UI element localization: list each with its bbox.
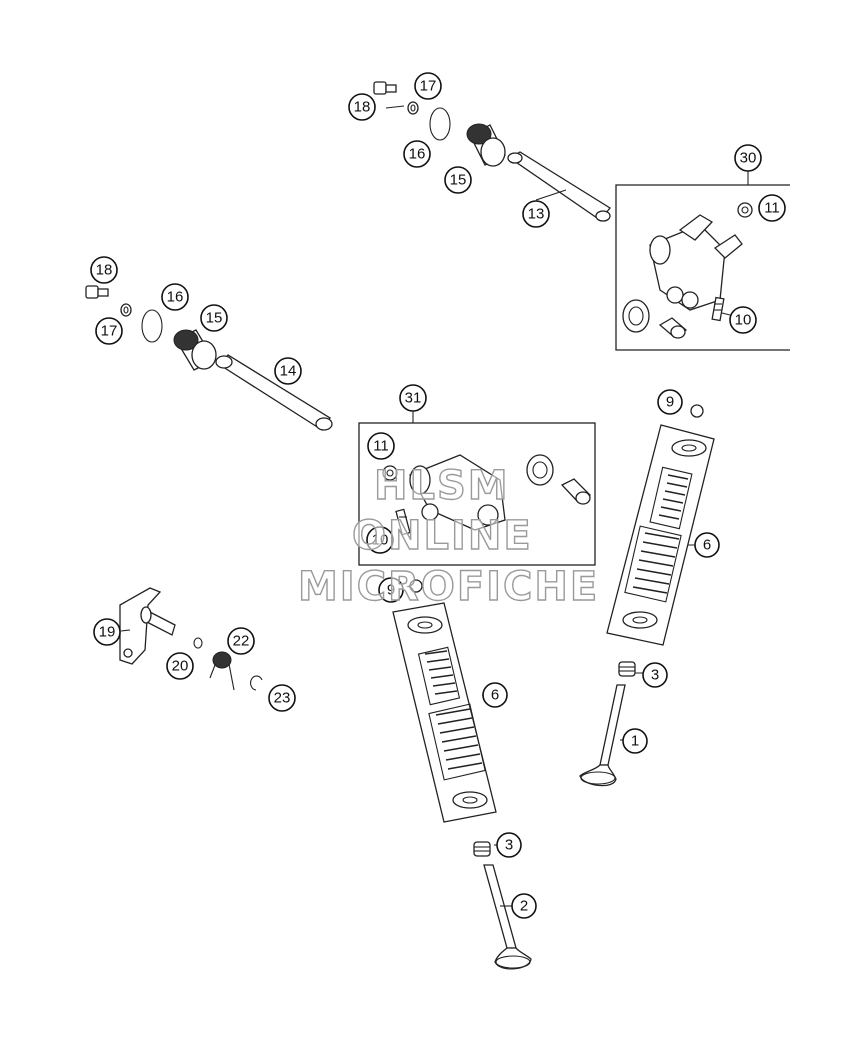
svg-text:11: 11 — [764, 200, 780, 217]
callout-9-right[interactable]: 9 — [657, 389, 683, 415]
callout-2[interactable]: 2 — [511, 893, 537, 919]
callout-20[interactable]: 20 — [166, 652, 194, 680]
callout-22[interactable]: 22 — [227, 627, 255, 655]
callout-19[interactable]: 19 — [93, 618, 121, 646]
shaft-bushing-upper — [466, 123, 506, 167]
pin-30 — [658, 317, 688, 339]
svg-text:17: 17 — [101, 323, 118, 340]
callout-30[interactable]: 30 — [734, 144, 762, 172]
callout-18-lower[interactable]: 18 — [90, 256, 118, 284]
svg-text:13: 13 — [528, 206, 545, 223]
adjust-screw-31 — [395, 508, 411, 536]
svg-text:6: 6 — [703, 537, 711, 554]
svg-text:15: 15 — [206, 310, 223, 327]
svg-text:10: 10 — [372, 532, 389, 549]
svg-text:17: 17 — [420, 78, 437, 95]
rocker-arm-assembly-box-30 — [615, 170, 790, 351]
callout-13[interactable]: 13 — [522, 200, 550, 228]
nut-9-left — [409, 579, 423, 593]
callout-3-left[interactable]: 3 — [496, 832, 522, 858]
ring-20 — [193, 637, 203, 649]
svg-text:20: 20 — [172, 658, 189, 675]
svg-text:23: 23 — [274, 690, 291, 707]
valve-spring-box-right — [606, 424, 715, 646]
svg-text:14: 14 — [280, 363, 297, 380]
svg-text:16: 16 — [409, 146, 426, 163]
rocker-arm-assembly-box-31 — [358, 408, 596, 566]
rocker-shaft-upper — [507, 151, 611, 222]
pin-31 — [560, 478, 592, 505]
callout-10-box31[interactable]: 10 — [366, 526, 394, 554]
watermark-line-3: MICROFICHE — [297, 563, 600, 610]
watermark-line-1: HLSM — [373, 462, 510, 509]
svg-text:16: 16 — [167, 289, 184, 306]
callout-11-box30[interactable]: 11 — [758, 194, 786, 222]
washer-upper — [407, 101, 419, 115]
o-ring-lower — [141, 309, 163, 343]
outer-spring-left — [428, 703, 486, 781]
roller-31 — [526, 454, 554, 486]
callout-1[interactable]: 1 — [622, 728, 648, 754]
svg-text:9: 9 — [666, 394, 674, 411]
callout-6-right[interactable]: 6 — [694, 532, 720, 558]
svg-text:22: 22 — [233, 633, 250, 650]
adjust-screw-30 — [711, 296, 725, 322]
valve-spring-box-left — [392, 602, 497, 823]
svg-text:11: 11 — [373, 438, 389, 455]
spring-22 — [209, 651, 235, 691]
svg-text:2: 2 — [520, 898, 528, 915]
bolt-upper — [373, 81, 397, 95]
roller-30 — [622, 299, 650, 333]
svg-text:18: 18 — [354, 99, 371, 116]
callout-14[interactable]: 14 — [274, 357, 302, 385]
rocker-shaft-lower — [215, 354, 333, 431]
svg-text:18: 18 — [96, 262, 113, 279]
valve-seal-left — [473, 841, 491, 857]
callout-16-lower[interactable]: 16 — [161, 283, 189, 311]
inner-spring-right — [649, 466, 693, 530]
svg-text:31: 31 — [405, 390, 422, 407]
svg-text:1: 1 — [631, 733, 639, 750]
callout-31[interactable]: 31 — [399, 384, 427, 412]
nut-31 — [382, 465, 398, 481]
valve-seal-right — [618, 661, 636, 677]
callout-23[interactable]: 23 — [268, 684, 296, 712]
valve-1 — [579, 684, 626, 787]
decompressor-lever-19 — [119, 587, 176, 665]
callout-15-upper[interactable]: 15 — [444, 166, 472, 194]
watermark-line-2: ONLINE — [351, 512, 533, 559]
svg-text:15: 15 — [450, 172, 467, 189]
callout-9-left[interactable]: 9 — [378, 577, 404, 603]
svg-text:3: 3 — [651, 667, 659, 684]
callout-10-box30[interactable]: 10 — [729, 306, 757, 334]
clip-23 — [250, 675, 263, 691]
callout-18-upper[interactable]: 18 — [348, 93, 376, 121]
nut-9-right — [690, 404, 704, 418]
bolt-lower — [85, 285, 109, 299]
callout-17-upper[interactable]: 17 — [414, 72, 442, 100]
callout-15-lower[interactable]: 15 — [200, 304, 228, 332]
callout-3-right[interactable]: 3 — [642, 662, 668, 688]
svg-text:3: 3 — [505, 837, 513, 854]
outer-spring-right — [624, 525, 682, 603]
callout-17-lower[interactable]: 17 — [95, 317, 123, 345]
svg-text:19: 19 — [99, 624, 116, 641]
nut-30 — [737, 202, 753, 218]
inner-spring-left — [417, 646, 461, 706]
washer-lower — [120, 303, 132, 317]
shaft-bushing-lower — [173, 329, 217, 371]
callout-11-box31[interactable]: 11 — [367, 432, 395, 460]
svg-text:10: 10 — [735, 312, 752, 329]
svg-text:30: 30 — [740, 150, 757, 167]
o-ring-upper — [429, 107, 451, 141]
svg-text:9: 9 — [387, 582, 395, 599]
svg-text:6: 6 — [491, 687, 499, 704]
callout-6-left[interactable]: 6 — [482, 682, 508, 708]
callout-16-upper[interactable]: 16 — [403, 140, 431, 168]
